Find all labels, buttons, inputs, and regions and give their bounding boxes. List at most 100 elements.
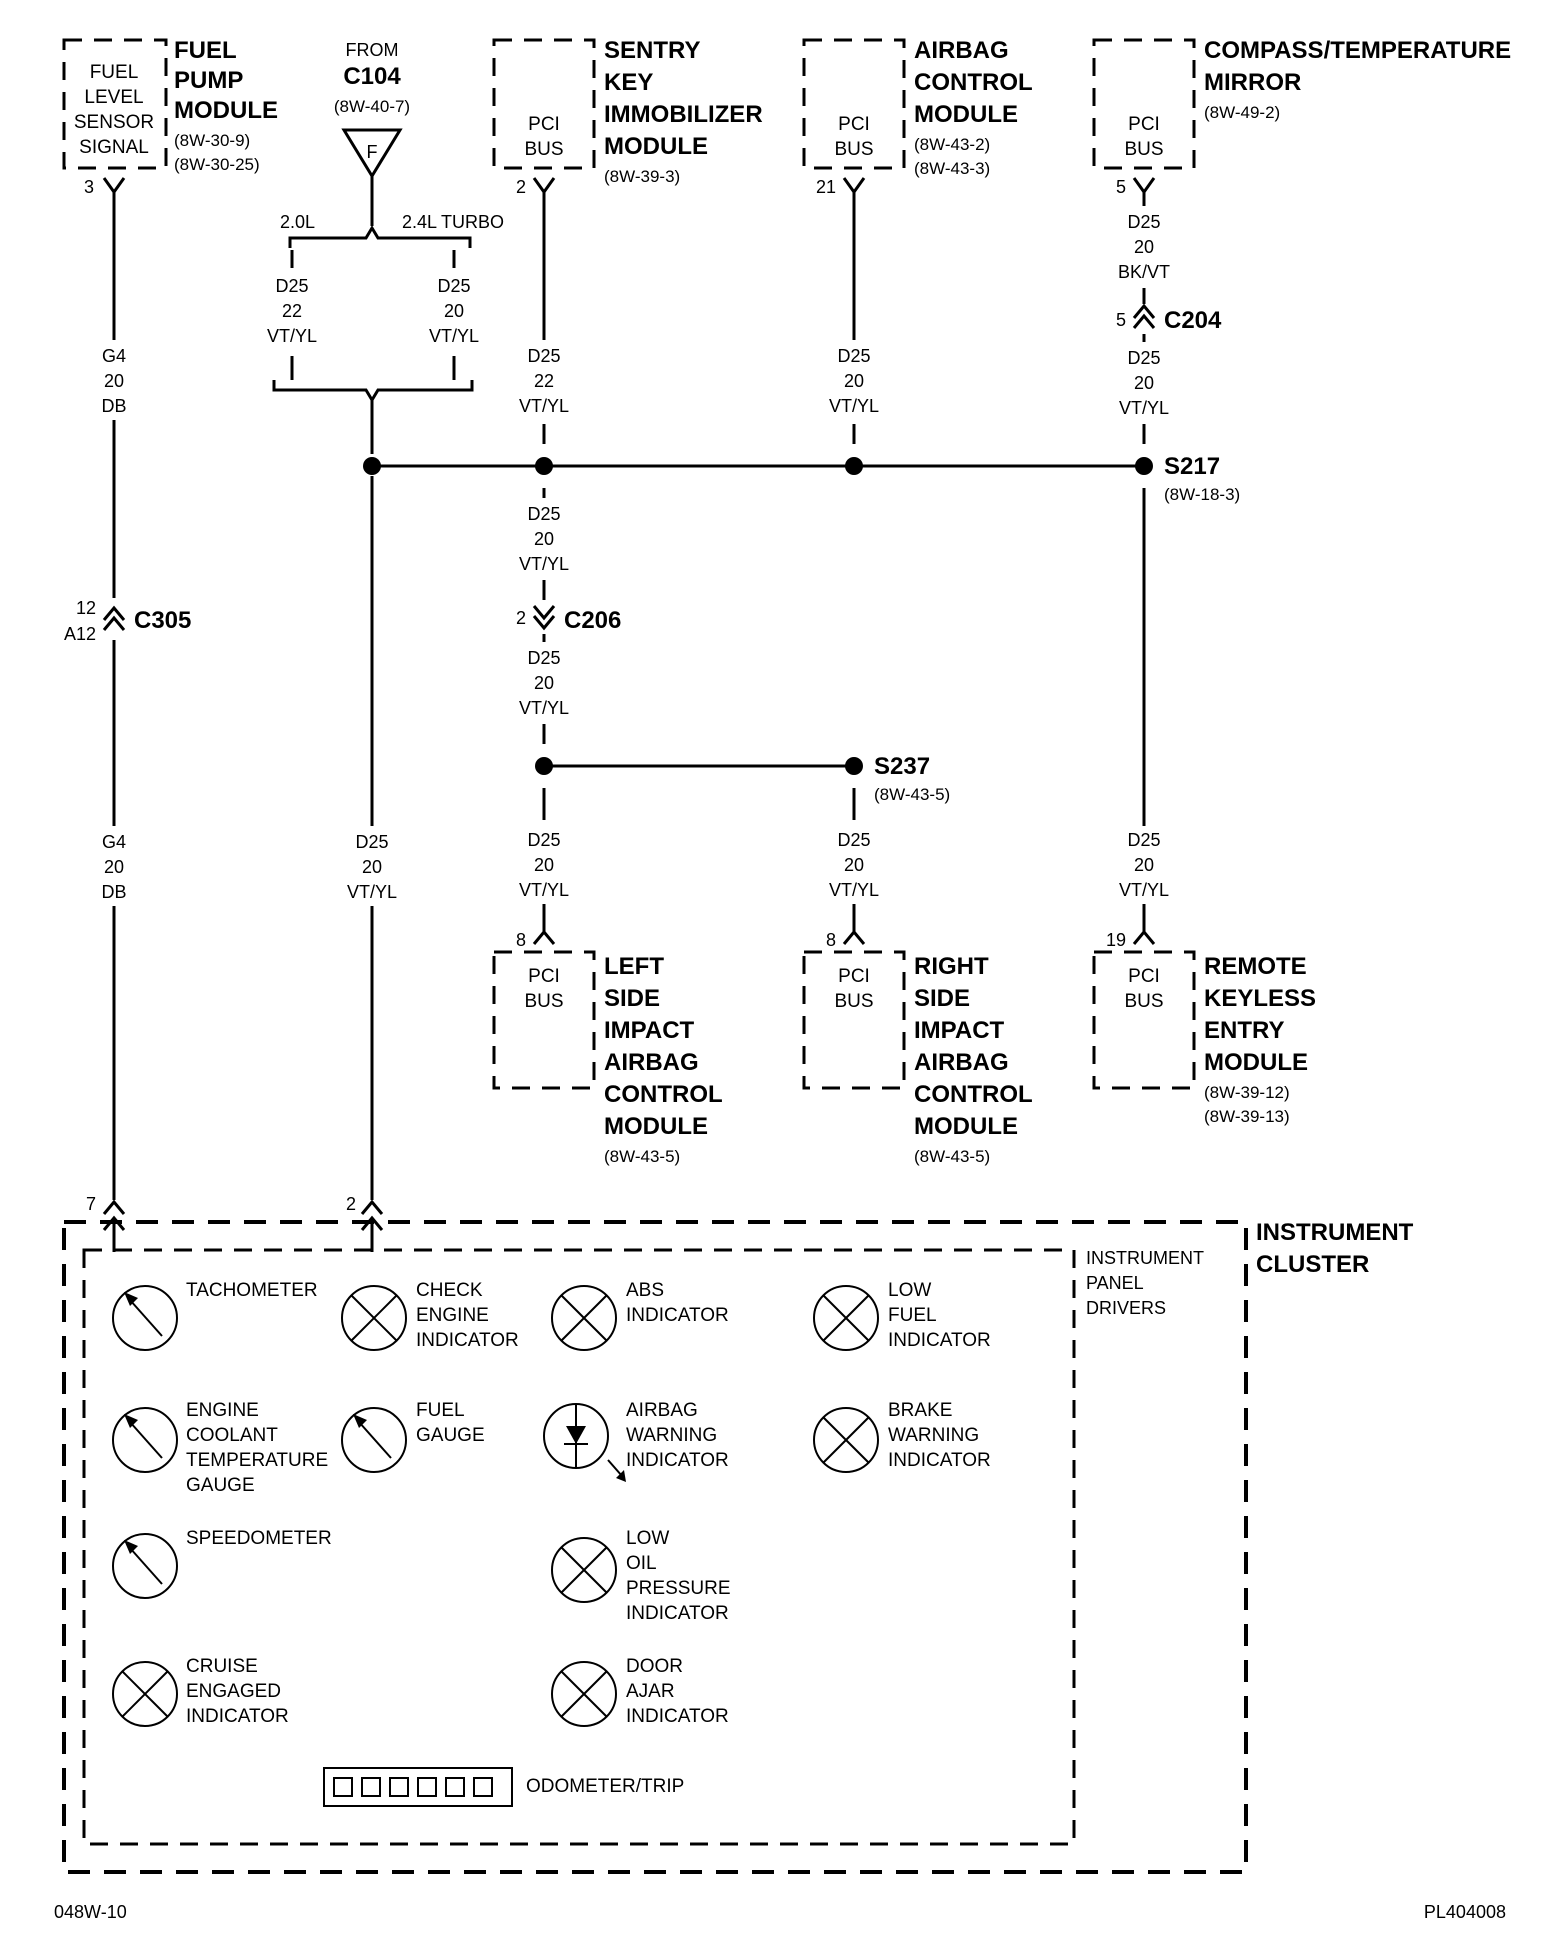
svg-text:AIRBAG: AIRBAG <box>914 1049 1009 1076</box>
svg-text:AIRBAG: AIRBAG <box>604 1049 699 1076</box>
svg-text:D25: D25 <box>1127 212 1160 232</box>
compass-temperature-mirror: PCI BUS COMPASS/TEMPERATURE MIRROR (8W-4… <box>1092 37 1511 200</box>
abs-indicator: ABS INDICATOR <box>551 1280 729 1351</box>
svg-text:VT/YL: VT/YL <box>519 396 569 416</box>
svg-text:MODULE: MODULE <box>174 97 278 124</box>
svg-text:PANEL: PANEL <box>1086 1273 1144 1293</box>
svg-text:GAUGE: GAUGE <box>416 1425 485 1446</box>
svg-text:MODULE: MODULE <box>604 133 708 160</box>
svg-text:ODOMETER/TRIP: ODOMETER/TRIP <box>526 1776 684 1797</box>
svg-text:FUEL: FUEL <box>174 37 237 64</box>
svg-text:COMPASS/TEMPERATURE: COMPASS/TEMPERATURE <box>1204 37 1511 64</box>
svg-text:D25: D25 <box>527 648 560 668</box>
svg-text:BUS: BUS <box>834 139 873 160</box>
svg-text:20: 20 <box>534 673 554 693</box>
tachometer-gauge: TACHOMETER <box>112 1280 318 1351</box>
svg-text:BUS: BUS <box>524 139 563 160</box>
svg-text:SENTRY: SENTRY <box>604 37 700 64</box>
engine-coolant-temperature-gauge: ENGINE COOLANT TEMPERATURE GAUGE <box>112 1400 328 1496</box>
svg-text:DRIVERS: DRIVERS <box>1086 1298 1166 1318</box>
svg-text:(8W-43-3): (8W-43-3) <box>914 159 990 178</box>
svg-text:5: 5 <box>1116 310 1126 330</box>
svg-text:(8W-43-5): (8W-43-5) <box>604 1147 680 1166</box>
left-side-impact-airbag-module: 8 PCI BUS LEFT SIDE IMPACT AIRBAG CONTRO… <box>492 924 723 1166</box>
svg-text:20: 20 <box>534 855 554 875</box>
svg-text:INSTRUMENT: INSTRUMENT <box>1256 1219 1414 1246</box>
wire-label-compass-top: D25 20 BK/VT <box>1118 212 1170 282</box>
svg-text:OIL: OIL <box>626 1553 657 1574</box>
svg-text:PCI: PCI <box>528 966 560 987</box>
wire-label-left-sab: D25 20 VT/YL <box>519 830 569 900</box>
svg-text:INDICATOR: INDICATOR <box>186 1706 289 1727</box>
svg-text:12: 12 <box>76 598 96 618</box>
svg-text:INDICATOR: INDICATOR <box>626 1305 729 1326</box>
svg-text:LOW: LOW <box>888 1280 931 1301</box>
svg-text:CONTROL: CONTROL <box>914 69 1033 96</box>
svg-text:INSTRUMENT: INSTRUMENT <box>1086 1248 1204 1268</box>
svg-text:A12: A12 <box>64 624 96 644</box>
svg-text:SIDE: SIDE <box>914 985 970 1012</box>
svg-text:(8W-30-9): (8W-30-9) <box>174 131 250 150</box>
svg-text:INDICATOR: INDICATOR <box>888 1330 991 1351</box>
svg-text:8: 8 <box>516 930 526 950</box>
svg-text:CHECK: CHECK <box>416 1280 483 1301</box>
svg-text:PUMP: PUMP <box>174 67 243 94</box>
svg-text:REMOTE: REMOTE <box>1204 953 1307 980</box>
svg-text:FUEL: FUEL <box>416 1400 465 1421</box>
svg-text:CLUSTER: CLUSTER <box>1256 1251 1369 1278</box>
svg-text:VT/YL: VT/YL <box>829 396 879 416</box>
svg-text:FUEL: FUEL <box>888 1305 937 1326</box>
svg-text:C204: C204 <box>1164 307 1222 334</box>
svg-text:CONTROL: CONTROL <box>914 1081 1033 1108</box>
svg-text:5: 5 <box>1116 177 1126 197</box>
wire-label-24l: D25 20 VT/YL <box>429 276 479 346</box>
svg-text:VT/YL: VT/YL <box>519 698 569 718</box>
svg-text:(8W-43-5): (8W-43-5) <box>874 785 950 804</box>
svg-text:PCI: PCI <box>838 114 870 135</box>
wire-label-airbag: D25 20 VT/YL <box>829 346 879 416</box>
svg-text:VT/YL: VT/YL <box>347 882 397 902</box>
svg-text:VT/YL: VT/YL <box>1119 880 1169 900</box>
svg-text:(8W-43-2): (8W-43-2) <box>914 135 990 154</box>
svg-text:FUEL: FUEL <box>90 62 139 83</box>
svg-text:AIRBAG: AIRBAG <box>914 37 1009 64</box>
svg-text:(8W-40-7): (8W-40-7) <box>334 97 410 116</box>
svg-text:2: 2 <box>516 608 526 628</box>
svg-text:VT/YL: VT/YL <box>519 880 569 900</box>
wire-label-c206-top: D25 20 VT/YL <box>519 504 569 574</box>
svg-text:LEVEL: LEVEL <box>84 87 143 108</box>
wire-label-right-sab: D25 20 VT/YL <box>829 830 879 900</box>
svg-text:GAUGE: GAUGE <box>186 1475 255 1496</box>
svg-text:VT/YL: VT/YL <box>829 880 879 900</box>
svg-text:INDICATOR: INDICATOR <box>626 1450 729 1471</box>
svg-text:COOLANT: COOLANT <box>186 1425 278 1446</box>
svg-text:BRAKE: BRAKE <box>888 1400 952 1421</box>
svg-text:BK/VT: BK/VT <box>1118 262 1170 282</box>
svg-text:BUS: BUS <box>1124 139 1163 160</box>
svg-text:(8W-39-3): (8W-39-3) <box>604 167 680 186</box>
svg-text:(8W-18-3): (8W-18-3) <box>1164 485 1240 504</box>
svg-text:VT/YL: VT/YL <box>429 326 479 346</box>
svg-text:PCI: PCI <box>1128 966 1160 987</box>
svg-text:DOOR: DOOR <box>626 1656 683 1677</box>
footer-left-code: 048W-10 <box>54 1902 127 1922</box>
svg-text:(8W-43-5): (8W-43-5) <box>914 1147 990 1166</box>
svg-text:D25: D25 <box>1127 348 1160 368</box>
svg-text:TEMPERATURE: TEMPERATURE <box>186 1450 328 1471</box>
svg-text:AIRBAG: AIRBAG <box>626 1400 698 1421</box>
odometer-trip-display: ODOMETER/TRIP <box>323 1767 684 1807</box>
wire-label-g4-top: G4 20 DB <box>101 346 126 416</box>
svg-text:CRUISE: CRUISE <box>186 1656 258 1677</box>
pci-bus-line <box>363 457 1153 475</box>
svg-text:20: 20 <box>844 371 864 391</box>
cruise-engaged-indicator: CRUISE ENGAGED INDICATOR <box>112 1656 289 1727</box>
instrument-cluster: 7 2 INSTRUMENT CLUSTER INSTRUMENT PANEL … <box>62 1194 1414 1874</box>
wire-label-g4-bottom: G4 20 DB <box>101 832 126 902</box>
low-fuel-indicator: LOW FUEL INDICATOR <box>813 1280 991 1351</box>
footer-right-code: PL404008 <box>1424 1902 1506 1922</box>
svg-text:FROM: FROM <box>346 40 399 60</box>
svg-text:C305: C305 <box>134 607 191 634</box>
svg-text:ENGINE: ENGINE <box>416 1305 489 1326</box>
svg-text:20: 20 <box>1134 855 1154 875</box>
